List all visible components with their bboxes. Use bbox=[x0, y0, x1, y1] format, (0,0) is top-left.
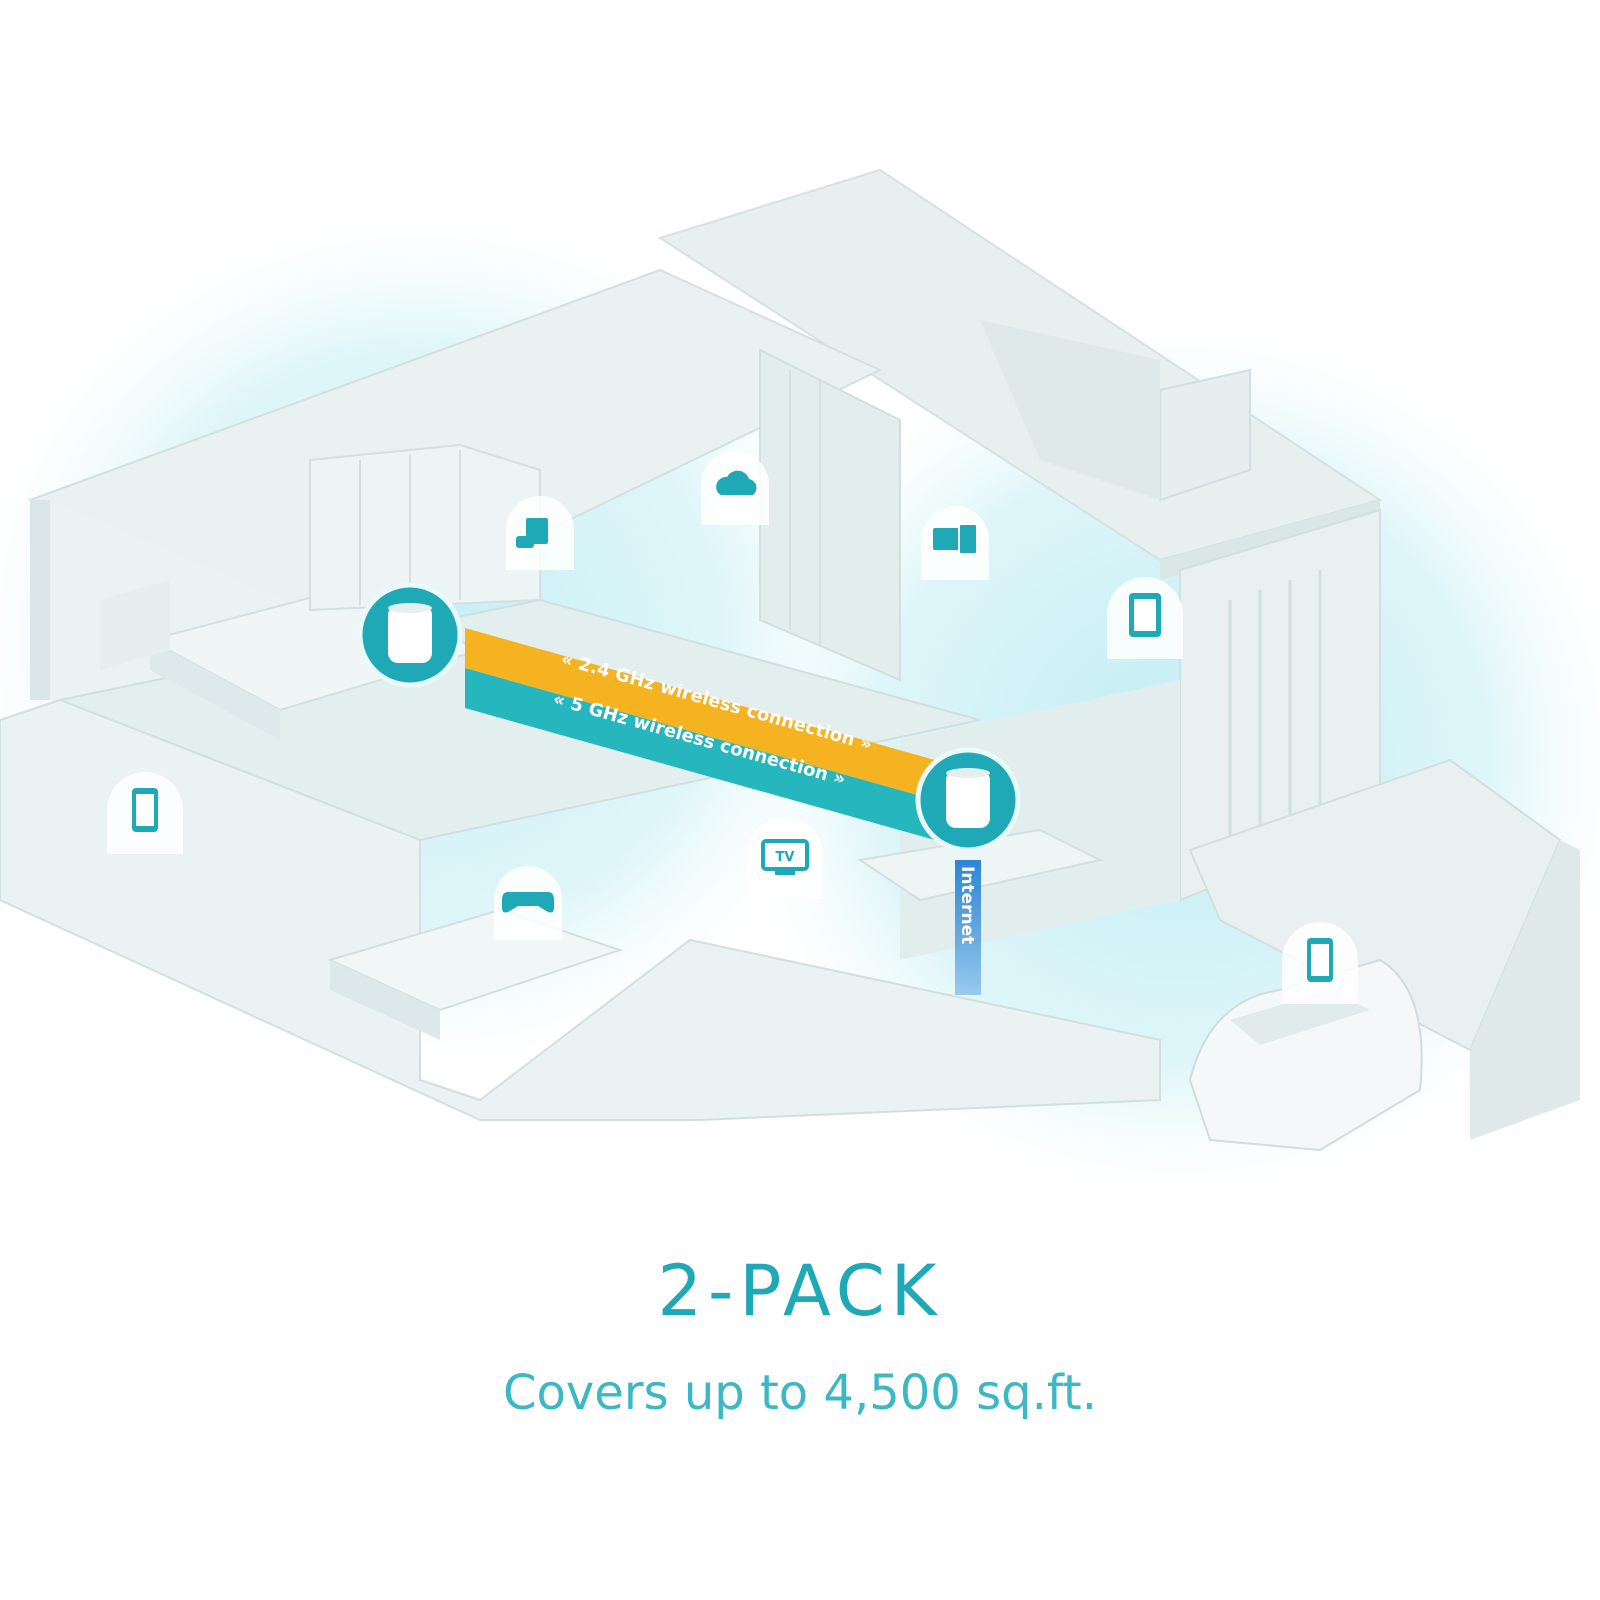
cloud-storage-icon bbox=[701, 451, 769, 525]
band-5ghz bbox=[465, 668, 935, 840]
internet-label: Internet bbox=[957, 866, 977, 944]
mesh-unit-downstairs bbox=[915, 747, 1021, 853]
tv-icon: TV bbox=[747, 817, 823, 899]
mesh-unit-upstairs bbox=[357, 582, 463, 688]
coverage-subline: Covers up to 4,500 sq.ft. bbox=[503, 1365, 1097, 1421]
game-console-icon bbox=[506, 496, 574, 570]
internet-line bbox=[955, 860, 981, 995]
phone-icon bbox=[1282, 922, 1358, 1004]
gamepad-icon bbox=[494, 866, 562, 940]
band-2-4ghz bbox=[465, 628, 935, 800]
monitor-icon bbox=[921, 506, 989, 580]
tablet-icon bbox=[1107, 577, 1183, 659]
phone-icon bbox=[107, 772, 183, 854]
tv-label: TV bbox=[776, 850, 795, 865]
pack-headline: 2-PACK bbox=[657, 1250, 943, 1332]
house-illustration bbox=[0, 168, 1580, 1152]
